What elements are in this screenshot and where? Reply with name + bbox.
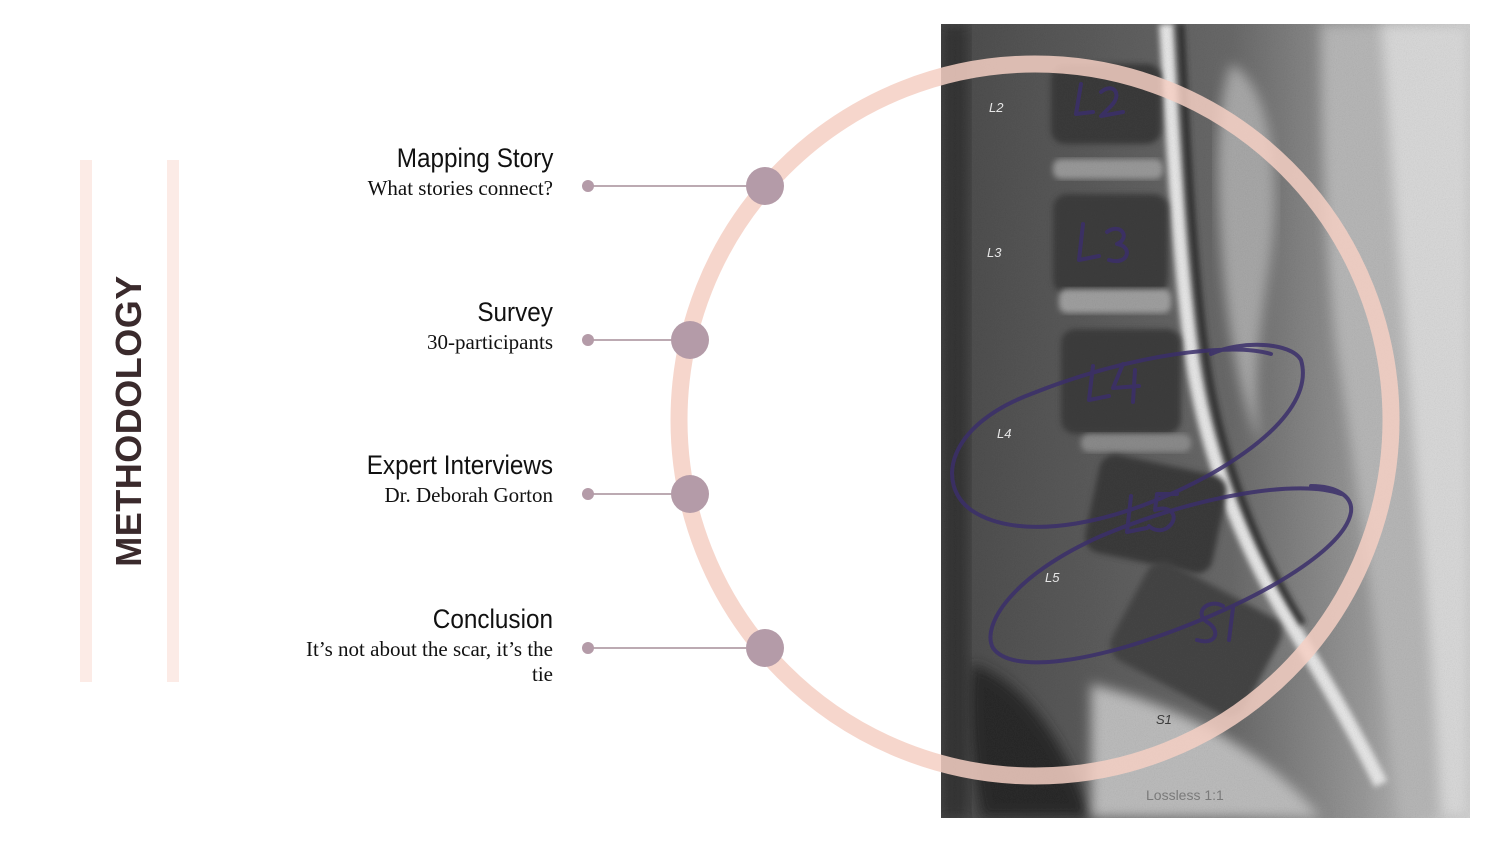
connector-dot-expert-interviews <box>582 488 594 500</box>
step-subtitle: 30-participants <box>427 330 553 354</box>
step-title: Mapping Story <box>396 143 553 173</box>
timeline-node-conclusion[interactable] <box>746 629 784 667</box>
mri-label-l2: L2 <box>989 100 1004 115</box>
step-subtitle: Dr. Deborah Gorton <box>384 483 553 507</box>
marker-annotations <box>950 82 1354 665</box>
timeline-ring <box>670 55 1400 785</box>
mri-label-l3: L3 <box>987 245 1002 260</box>
timeline-node-mapping-story[interactable] <box>746 167 784 205</box>
timeline-node-survey[interactable] <box>671 321 709 359</box>
step-title: Expert Interviews <box>366 450 553 480</box>
step-expert-interviews: Expert Interviews Dr. Deborah Gorton <box>346 449 553 508</box>
step-subtitle: What stories connect? <box>367 176 553 200</box>
accent-bar-right <box>167 160 179 682</box>
mri-label-l5: L5 <box>1045 570 1060 585</box>
connector-dot-mapping-story <box>582 180 594 192</box>
spine-mri-image: L2 L3 L4 L5 S1 Lossless 1:1 <box>941 24 1470 818</box>
mri-footer-text: Lossless 1:1 <box>1146 787 1224 803</box>
step-mapping-story: Mapping Story What stories connect? <box>368 142 553 201</box>
accent-bar-left <box>80 160 92 682</box>
timeline-node-expert-interviews[interactable] <box>671 475 709 513</box>
step-title: Conclusion <box>432 604 553 634</box>
mri-label-l4: L4 <box>997 426 1011 441</box>
connector-dot-survey <box>582 334 594 346</box>
step-subtitle: It’s not about the scar, it’s the tie <box>305 637 553 686</box>
step-title: Survey <box>477 297 553 327</box>
step-conclusion: Conclusion It’s not about the scar, it’s… <box>293 603 553 687</box>
mri-label-s1: S1 <box>1156 712 1172 727</box>
step-survey: Survey 30-participants <box>427 296 553 355</box>
connector-dot-conclusion <box>582 642 594 654</box>
